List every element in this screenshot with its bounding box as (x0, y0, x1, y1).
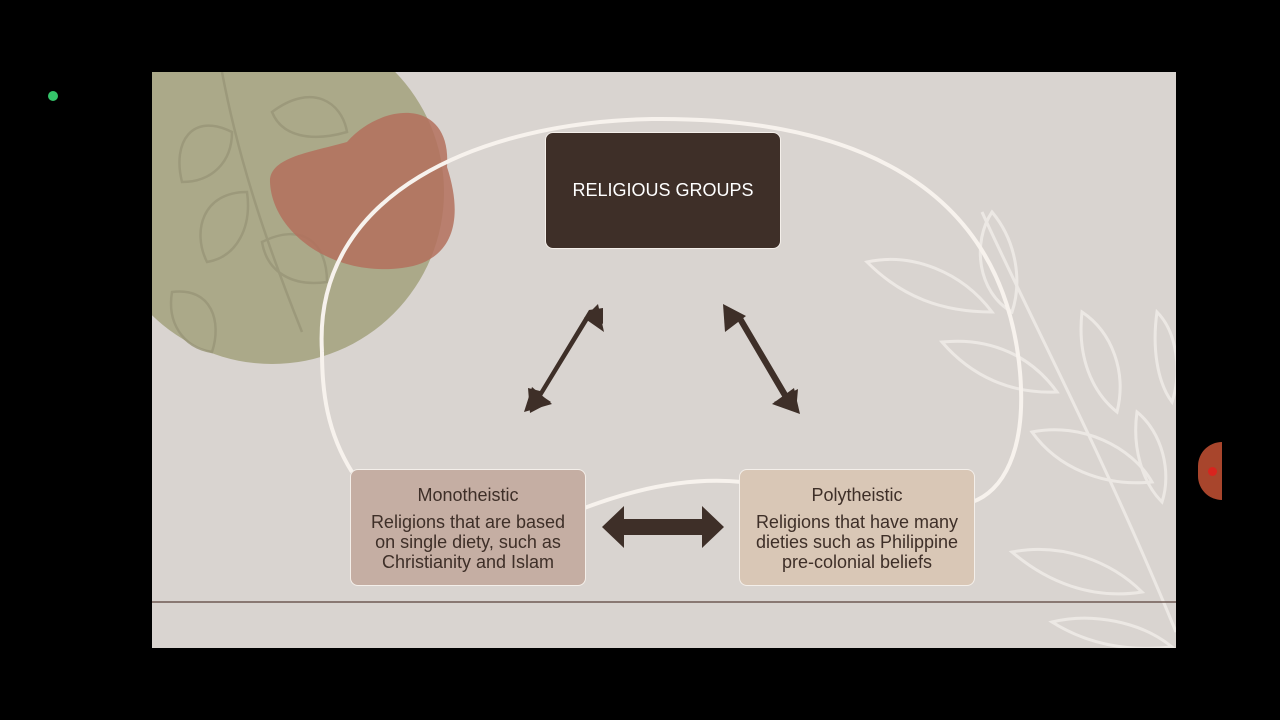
polytheistic-title: Polytheistic (811, 484, 903, 505)
arrow-bottom-icon (602, 506, 724, 548)
religious-groups-label: RELIGIOUS GROUPS (572, 180, 754, 200)
status-dot-icon (48, 91, 58, 101)
arrow-top-right-icon (723, 304, 800, 414)
monotheistic-description: Religions that are based on single diety… (370, 511, 566, 572)
monotheistic-title: Monotheistic (417, 484, 519, 505)
cycle-outline (319, 116, 1024, 519)
terracotta-blob (269, 112, 455, 270)
arrow-top-left-icon (524, 304, 604, 413)
slide: RELIGIOUS GROUPS Monotheistic Religions … (152, 72, 1176, 648)
polytheistic-description: Religions that have many dieties such as… (755, 511, 959, 572)
monotheistic-box: Monotheistic Religions that are based on… (350, 469, 586, 586)
record-dot-icon (1208, 467, 1217, 476)
religious-groups-box: RELIGIOUS GROUPS (545, 132, 781, 249)
polytheistic-box: Polytheistic Religions that have many di… (739, 469, 975, 586)
leaf-branch-left-icon (169, 72, 349, 354)
record-button-icon[interactable] (1198, 442, 1222, 500)
leaf-branch-right-icon (864, 209, 1176, 648)
slide-background-art (152, 72, 1176, 648)
